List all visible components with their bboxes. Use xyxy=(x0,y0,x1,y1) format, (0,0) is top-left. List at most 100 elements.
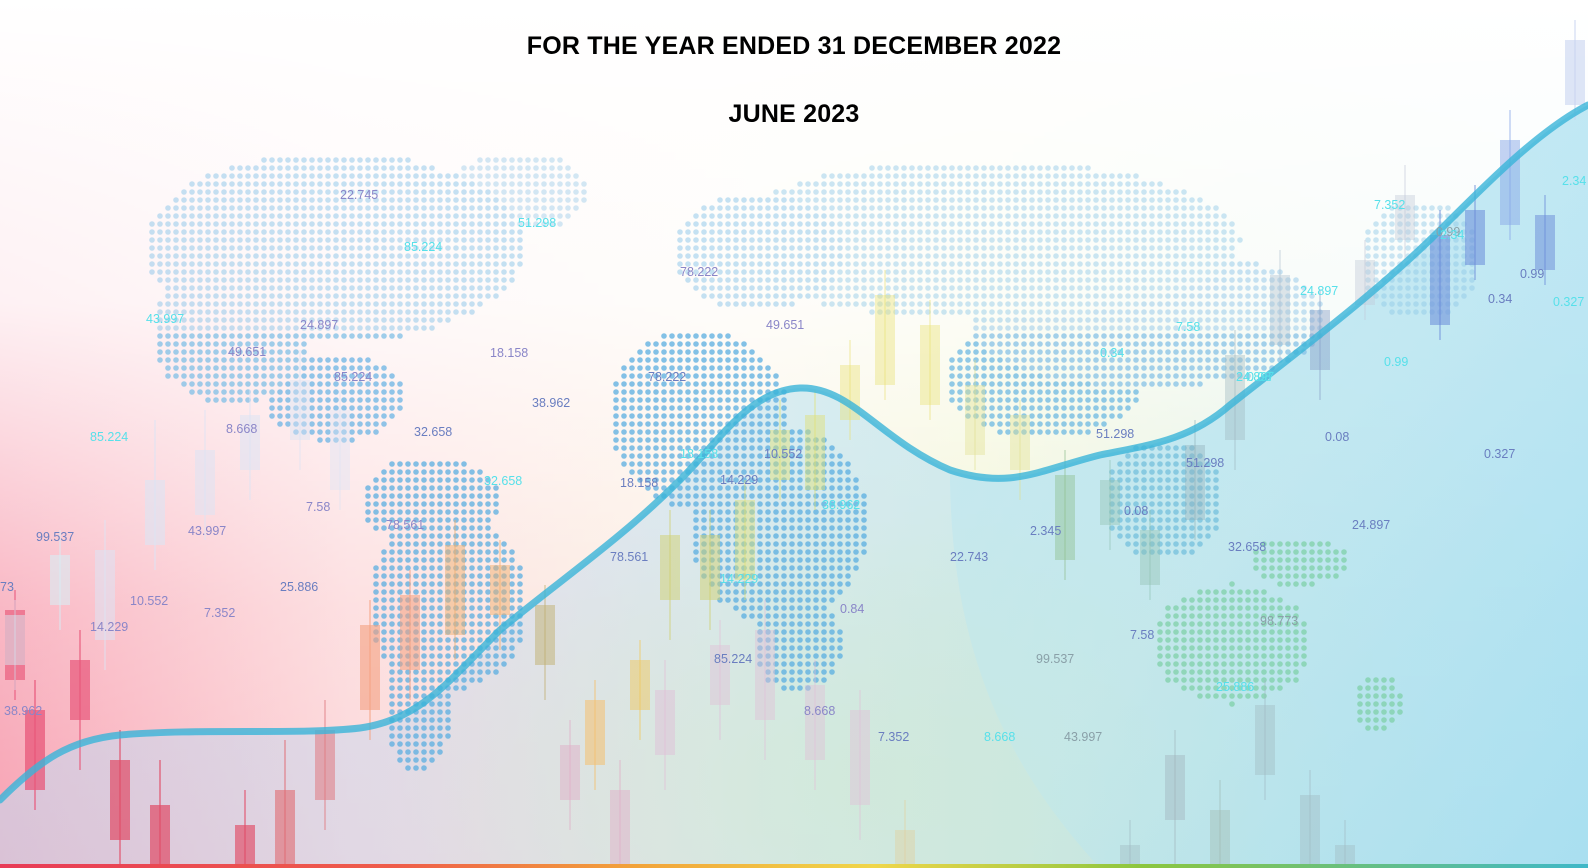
map-dot xyxy=(789,629,795,635)
map-dot xyxy=(405,181,411,187)
map-dot xyxy=(717,301,723,307)
map-dot xyxy=(733,453,739,459)
map-dot xyxy=(1053,397,1059,403)
map-dot xyxy=(309,285,315,291)
map-dot xyxy=(741,469,747,475)
map-dot xyxy=(613,437,619,443)
map-dot xyxy=(853,285,859,291)
map-dot xyxy=(781,397,787,403)
map-dot xyxy=(333,229,339,235)
map-dot xyxy=(1213,349,1219,355)
map-dot xyxy=(773,533,779,539)
map-dot xyxy=(805,549,811,555)
map-dot xyxy=(1157,261,1163,267)
map-dot xyxy=(165,277,171,283)
map-dot xyxy=(925,309,931,315)
map-dot xyxy=(709,357,715,363)
map-dot xyxy=(1077,173,1083,179)
map-dot xyxy=(189,181,195,187)
map-dot xyxy=(1397,693,1403,699)
map-dot xyxy=(877,301,883,307)
map-dot xyxy=(373,325,379,331)
map-dot xyxy=(1181,325,1187,331)
map-dot xyxy=(229,253,235,259)
map-dot xyxy=(469,525,475,531)
map-dot xyxy=(829,653,835,659)
map-dot xyxy=(485,565,491,571)
map-dot xyxy=(1141,189,1147,195)
map-dot xyxy=(1293,661,1299,667)
map-dot xyxy=(1205,493,1211,499)
map-dot xyxy=(1109,269,1115,275)
map-dot xyxy=(965,341,971,347)
map-dot xyxy=(789,261,795,267)
map-dot xyxy=(717,245,723,251)
map-dot xyxy=(501,189,507,195)
map-dot xyxy=(965,349,971,355)
map-dot xyxy=(805,509,811,515)
map-dot xyxy=(781,573,787,579)
map-dot xyxy=(237,181,243,187)
map-dot xyxy=(445,717,451,723)
map-dot xyxy=(1029,293,1035,299)
map-dot xyxy=(221,373,227,379)
map-dot xyxy=(1277,349,1283,355)
map-dot xyxy=(309,181,315,187)
map-dot xyxy=(781,405,787,411)
map-dot xyxy=(773,421,779,427)
map-dot xyxy=(1149,317,1155,323)
map-dot xyxy=(773,213,779,219)
map-dot xyxy=(1253,613,1259,619)
map-dot xyxy=(1013,165,1019,171)
map-dot xyxy=(565,197,571,203)
map-dot xyxy=(373,597,379,603)
map-dot xyxy=(733,221,739,227)
map-dot xyxy=(1205,221,1211,227)
map-dot xyxy=(757,301,763,307)
map-dot xyxy=(1181,205,1187,211)
map-dot xyxy=(1149,477,1155,483)
map-dot xyxy=(1013,213,1019,219)
map-dot xyxy=(1053,237,1059,243)
map-dot xyxy=(717,205,723,211)
map-dot xyxy=(1373,253,1379,259)
map-dot xyxy=(933,205,939,211)
map-dot xyxy=(373,213,379,219)
map-dot xyxy=(389,245,395,251)
map-dot xyxy=(1069,173,1075,179)
map-dot xyxy=(901,189,907,195)
map-dot xyxy=(421,637,427,643)
map-dot xyxy=(717,285,723,291)
map-dot xyxy=(413,269,419,275)
map-dot xyxy=(221,277,227,283)
map-dot xyxy=(829,181,835,187)
map-dot xyxy=(397,165,403,171)
map-dot xyxy=(733,293,739,299)
map-dot xyxy=(1141,453,1147,459)
map-dot xyxy=(733,589,739,595)
map-dot xyxy=(813,573,819,579)
map-dot xyxy=(973,413,979,419)
map-dot xyxy=(421,597,427,603)
map-dot xyxy=(1013,413,1019,419)
map-dot xyxy=(981,165,987,171)
map-dot xyxy=(1125,269,1131,275)
map-dot xyxy=(805,477,811,483)
map-dot xyxy=(293,309,299,315)
map-dot xyxy=(701,285,707,291)
map-dot xyxy=(741,517,747,523)
map-dot xyxy=(741,461,747,467)
map-dot xyxy=(413,717,419,723)
map-dot xyxy=(213,221,219,227)
map-dot xyxy=(781,413,787,419)
map-dot xyxy=(989,413,995,419)
map-dot xyxy=(1085,253,1091,259)
map-dot xyxy=(1165,373,1171,379)
map-dot xyxy=(845,253,851,259)
map-dot xyxy=(981,341,987,347)
map-dot xyxy=(437,677,443,683)
map-dot xyxy=(269,221,275,227)
map-dot xyxy=(453,221,459,227)
map-dot xyxy=(389,741,395,747)
map-dot xyxy=(237,341,243,347)
